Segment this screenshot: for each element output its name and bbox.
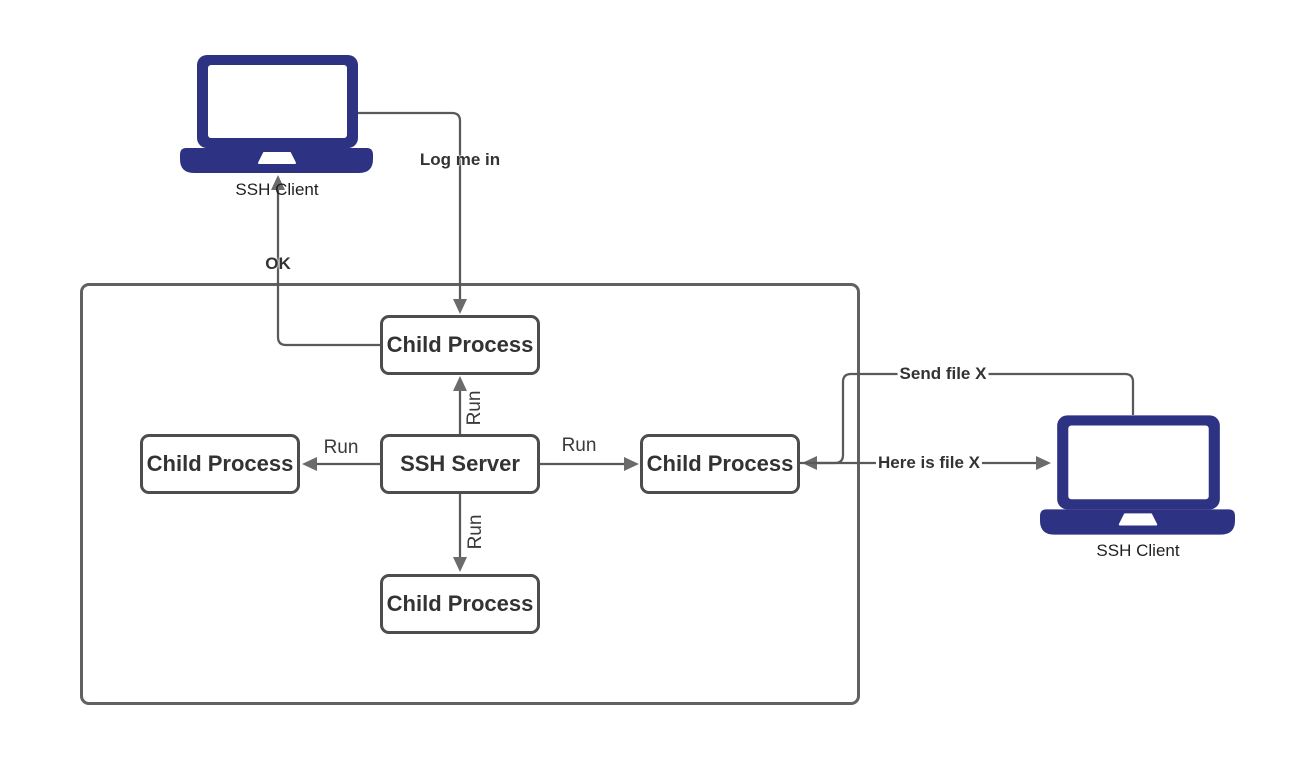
ssh-client-left-label: SSH Client (235, 180, 319, 199)
laptop-icon (1040, 415, 1235, 535)
edge-log-me-in (358, 111, 467, 314)
edge-label-run-right: Run (561, 435, 597, 456)
edge-run-top (453, 376, 467, 434)
edge-run-bottom (453, 494, 467, 572)
arrowhead-down-icon (453, 557, 467, 572)
edge-label-run-top: Run (464, 390, 485, 426)
edge-label-run-left: Run (323, 437, 359, 458)
ssh-client-right-label: SSH Client (1096, 541, 1180, 560)
arrowhead-right-icon (624, 457, 639, 471)
node-child-process-top: Child Process (380, 315, 540, 375)
edge-label-log-me-in: Log me in (419, 150, 501, 169)
node-ssh-server: SSH Server (380, 434, 540, 494)
edge-label-send-file-x: Send file X (897, 364, 989, 384)
arrowhead-down-icon (453, 299, 467, 314)
laptop-icon (180, 55, 373, 173)
edge-label-run-bottom: Run (465, 514, 486, 550)
edge-run-right (540, 457, 639, 471)
arrowhead-up-icon (271, 175, 285, 190)
edge-label-here-is-file-x: Here is file X (875, 453, 983, 473)
edge-ok (271, 175, 380, 347)
arrowhead-up-icon (453, 376, 467, 391)
server-group-container (80, 283, 860, 705)
edge-label-ok: OK (265, 254, 291, 273)
arrowhead-left-icon (302, 457, 317, 471)
edge-run-left (302, 457, 380, 471)
arrowhead-right-icon (1036, 456, 1051, 470)
node-child-process-left: Child Process (140, 434, 300, 494)
node-child-process-bottom: Child Process (380, 574, 540, 634)
node-child-process-right: Child Process (640, 434, 800, 494)
